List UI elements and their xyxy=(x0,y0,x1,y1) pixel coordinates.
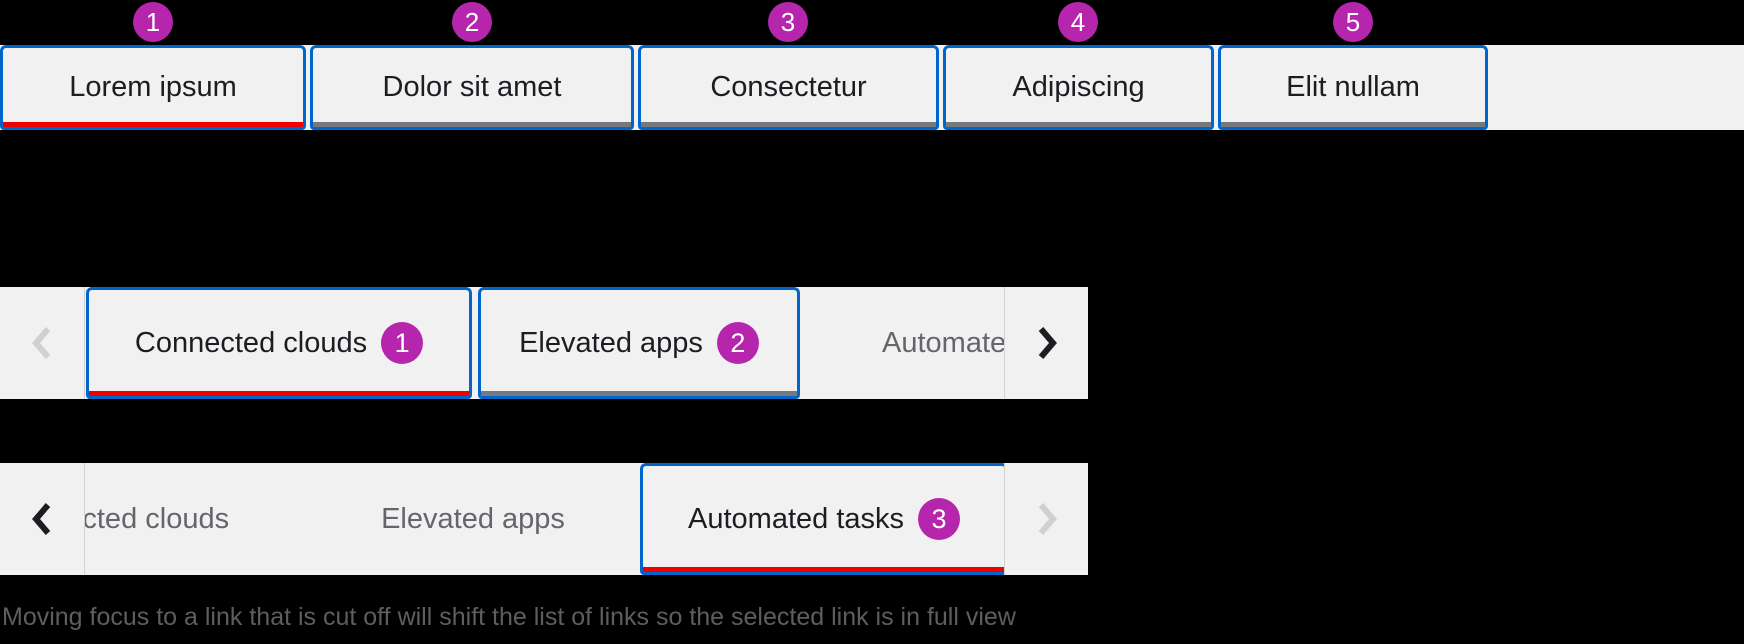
tab-label: Dolor sit amet xyxy=(382,71,562,103)
annotation-badge-4: 4 xyxy=(1058,2,1098,42)
scroll-right-button[interactable] xyxy=(1005,287,1088,399)
top-tab-bar: Lorem ipsum Dolor sit amet Consectetur A… xyxy=(0,45,1744,130)
scroll-left-button[interactable] xyxy=(0,287,84,399)
tab-label: Connected clouds xyxy=(134,326,368,359)
caption-text: Moving focus to a link that is cut off w… xyxy=(2,603,1016,631)
scrollable-tab-bar-2: Connected clouds Elevated apps Automated… xyxy=(0,463,1088,575)
tab-consectetur[interactable]: Consectetur xyxy=(638,45,939,130)
tab-label: Elit nullam xyxy=(1286,71,1420,103)
scroll-right-button[interactable] xyxy=(1005,463,1088,575)
tab-automated-tasks[interactable]: Automated tasks 3 xyxy=(640,463,1004,575)
tab-label: Automated tasks xyxy=(882,326,1004,359)
tab-lorem-ipsum[interactable]: Lorem ipsum xyxy=(0,45,306,130)
annotation-badge-1: 1 xyxy=(133,2,173,42)
annotation-badge-3: 3 xyxy=(768,2,808,42)
tab-label: Connected clouds xyxy=(85,502,230,535)
tab-connected-clouds-clipped[interactable]: Connected clouds xyxy=(85,463,306,575)
chevron-left-icon xyxy=(32,327,51,359)
tab-elevated-apps[interactable]: Elevated apps 2 xyxy=(478,287,800,399)
tab-elit-nullam[interactable]: Elit nullam xyxy=(1218,45,1488,130)
annotation-badge-1: 1 xyxy=(381,322,424,364)
chevron-left-icon xyxy=(32,503,51,535)
tab-elevated-apps[interactable]: Elevated apps xyxy=(312,463,634,575)
chevron-right-icon xyxy=(1038,503,1057,535)
annotation-badge-3: 3 xyxy=(918,498,960,540)
tab-label: Elevated apps xyxy=(519,326,703,359)
tab-automated-tasks-clipped[interactable]: Automated tasks xyxy=(806,287,1004,399)
tab-label: Automated tasks xyxy=(688,502,904,535)
scroll-left-button[interactable] xyxy=(0,463,84,575)
chevron-right-icon xyxy=(1038,327,1057,359)
tab-connected-clouds[interactable]: Connected clouds 1 xyxy=(86,287,472,399)
scrollable-tab-bar-1: Connected clouds 1 Elevated apps 2 Autom… xyxy=(0,287,1088,399)
annotation-badge-2: 2 xyxy=(452,2,492,42)
annotation-badge-5: 5 xyxy=(1333,2,1373,42)
tab-dolor-sit-amet[interactable]: Dolor sit amet xyxy=(310,45,634,130)
tabs-viewport: Connected clouds 1 Elevated apps 2 Autom… xyxy=(85,287,1004,399)
divider xyxy=(84,463,85,575)
tab-label: Elevated apps xyxy=(381,502,565,535)
divider xyxy=(1004,463,1005,575)
tab-label: Lorem ipsum xyxy=(69,71,237,103)
tab-label: Consectetur xyxy=(710,71,867,103)
divider xyxy=(1004,287,1005,399)
annotation-badge-2: 2 xyxy=(716,322,759,364)
divider xyxy=(84,287,85,399)
tabs-viewport: Connected clouds Elevated apps Automated… xyxy=(85,463,1004,575)
tab-label: Adipiscing xyxy=(1012,71,1145,103)
tab-adipiscing[interactable]: Adipiscing xyxy=(943,45,1214,130)
